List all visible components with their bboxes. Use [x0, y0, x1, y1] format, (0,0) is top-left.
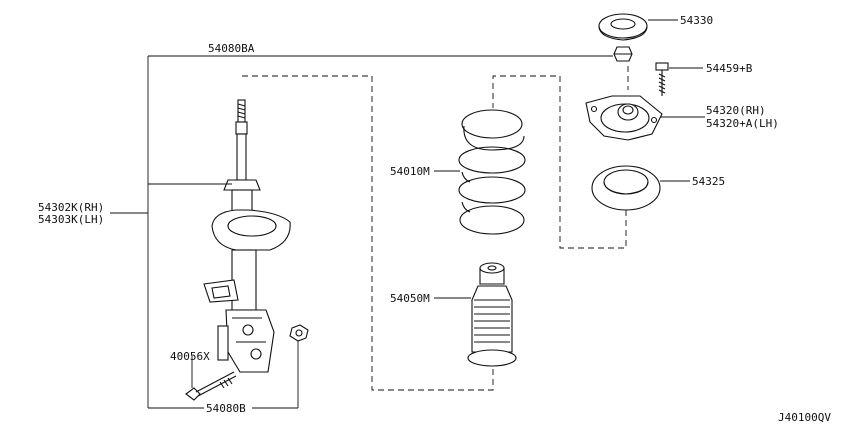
label-knuckle-nut: 54080B: [206, 402, 246, 415]
spring-seat-part: [591, 165, 661, 211]
knuckle-bolt-part: [185, 371, 237, 401]
label-bump-stop: 54050M: [390, 292, 430, 305]
mount-insulator-part: [585, 95, 663, 141]
strut-assembly-part: [203, 99, 291, 373]
label-top-seat: 54330: [680, 14, 713, 27]
bump-stop-part: [467, 262, 517, 367]
label-mount-insulator-lh: 54320+A(LH): [706, 117, 779, 130]
mount-nut-part: [613, 46, 633, 62]
label-strut-lh: 54303K(LH): [38, 213, 104, 226]
label-mount-bolt: 54459+B: [706, 62, 753, 75]
label-coil-spring: 54010M: [390, 165, 430, 178]
mount-bolt-part: [655, 62, 669, 96]
coil-spring-part: [458, 109, 526, 235]
label-strut-rh: 54302K(RH): [38, 201, 104, 214]
label-mount-nut: 54080BA: [208, 42, 255, 55]
knuckle-nut-part: [289, 324, 309, 342]
diagram-code: J40100QV: [778, 411, 831, 424]
label-spring-seat: 54325: [692, 175, 725, 188]
top-seat-part: [598, 13, 648, 41]
label-mount-insulator-rh: 54320(RH): [706, 104, 766, 117]
label-knuckle-bolt: 40056X: [170, 350, 210, 363]
